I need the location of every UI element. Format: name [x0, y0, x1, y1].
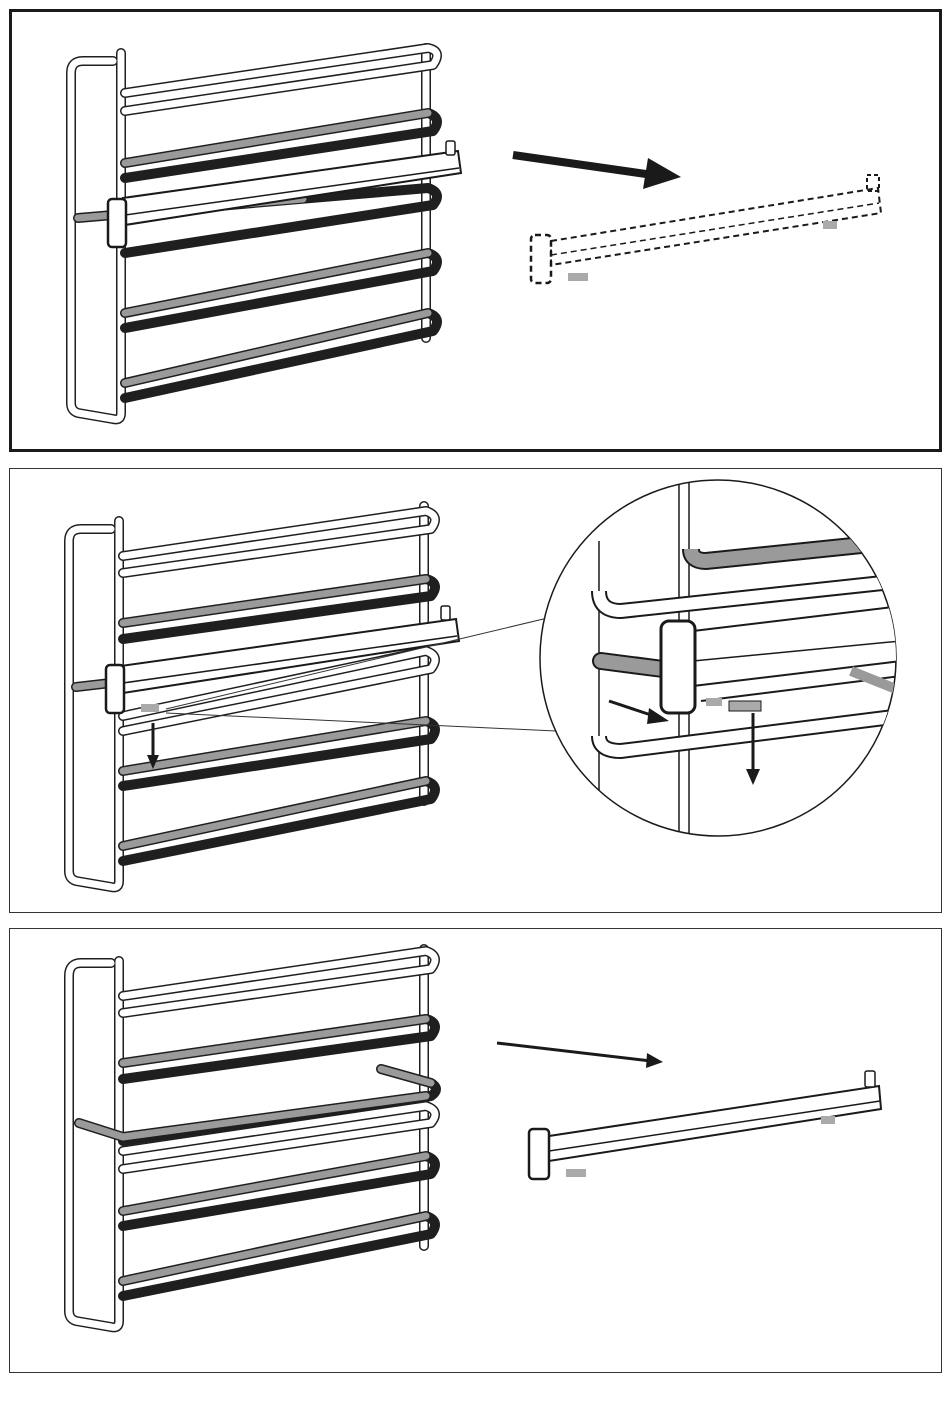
shelf-rack-1 — [71, 48, 461, 419]
shelf-rack-3 — [69, 949, 436, 1327]
runner-dashed-outline — [531, 175, 881, 283]
shelf-rack-2 — [69, 506, 459, 887]
panel-step-2 — [9, 468, 942, 913]
panel-1-drawing — [12, 12, 945, 455]
panel-3-drawing — [10, 929, 943, 1374]
magnifier-circle-icon — [540, 480, 901, 861]
telescopic-runner — [529, 1071, 881, 1179]
arrow-right-icon — [513, 155, 681, 189]
panel-2-drawing — [10, 469, 943, 914]
arrow-right-icon — [497, 1043, 663, 1068]
panel-step-3 — [9, 928, 942, 1373]
panel-step-1 — [9, 9, 942, 452]
